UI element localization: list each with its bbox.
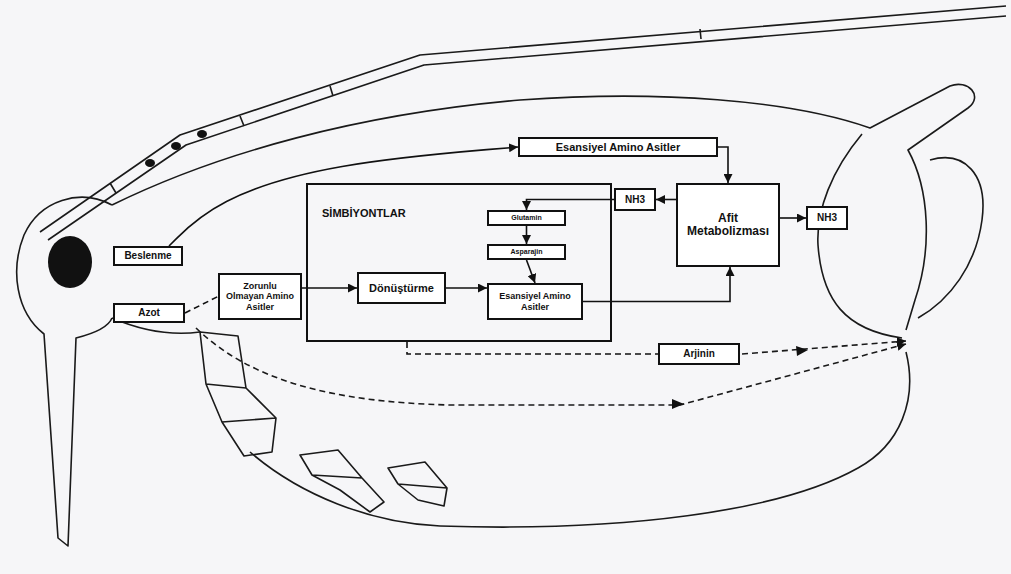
node-label: Glutamin bbox=[511, 214, 541, 222]
leg bbox=[388, 462, 447, 506]
flow-arrow bbox=[718, 147, 728, 183]
node-label: Afit Metabolizması bbox=[682, 212, 774, 239]
node-label: Azot bbox=[138, 307, 160, 318]
cauda bbox=[918, 158, 983, 318]
flow-arrow bbox=[446, 287, 487, 289]
node-label: Dönüştürme bbox=[369, 282, 434, 294]
compound-box: Glutamin bbox=[487, 210, 566, 226]
node-label: Esansiyel Amino Asitler bbox=[493, 291, 577, 311]
flow-arrowhead bbox=[796, 346, 808, 356]
process-box: Dönüştürme bbox=[357, 272, 446, 304]
compound-box: Asparajin bbox=[487, 244, 566, 260]
aphid-head bbox=[17, 197, 112, 546]
flow-arrow bbox=[583, 267, 730, 302]
flow-arrow bbox=[302, 287, 357, 289]
flow-arrow bbox=[169, 147, 518, 246]
leg bbox=[300, 450, 384, 512]
node-label: Zorunlu Olmayan Amino Asitler bbox=[224, 281, 296, 311]
process-box: Afit Metabolizması bbox=[676, 183, 780, 267]
hindgut bbox=[818, 134, 902, 338]
node-label: NH3 bbox=[625, 194, 645, 205]
flow-arrow bbox=[527, 200, 615, 211]
antenna-spot bbox=[145, 159, 155, 167]
antenna bbox=[40, 6, 1006, 232]
antenna-spot bbox=[197, 130, 207, 138]
nutrient-box: Esansiyel Amino Asitler bbox=[518, 137, 718, 157]
dashed-flow-connector bbox=[185, 297, 218, 314]
flow-arrow bbox=[526, 226, 528, 244]
flow-arrow bbox=[780, 217, 806, 219]
flow-arrow bbox=[527, 260, 536, 283]
nutrient-box: Zorunlu Olmayan Amino Asitler bbox=[218, 273, 302, 320]
flow-arrow bbox=[656, 199, 676, 201]
node-label: Esansiyel Amino Asitler bbox=[556, 141, 681, 153]
antenna-spot bbox=[171, 142, 181, 150]
aphid-body-outline bbox=[250, 352, 910, 527]
compound-box: NH3 bbox=[806, 206, 848, 230]
node-label: Beslenme bbox=[124, 250, 171, 261]
node-label: NH3 bbox=[817, 212, 837, 223]
symbiont-region: SİMBİYONTLAR GlutaminAsparajinDönüştürmeE… bbox=[306, 183, 612, 342]
input-box: Azot bbox=[113, 303, 185, 323]
nutrient-box: Esansiyel Amino Asitler bbox=[487, 283, 583, 320]
nitrogen-flow-line bbox=[196, 328, 906, 405]
antenna bbox=[48, 16, 1006, 240]
node-label: Arjinin bbox=[683, 348, 715, 359]
compound-box: Arjinin bbox=[658, 343, 740, 365]
compound-eye bbox=[48, 236, 92, 288]
leg bbox=[200, 332, 276, 456]
arginine-flow-line bbox=[742, 341, 906, 354]
flow-arrowhead bbox=[672, 399, 684, 409]
aphid-body-outline bbox=[112, 84, 975, 330]
group-heading: SİMBİYONTLAR bbox=[322, 207, 406, 219]
dashed-flow-connector bbox=[407, 342, 658, 354]
node-label: Asparajin bbox=[511, 248, 543, 256]
compound-box: NH3 bbox=[614, 188, 656, 211]
input-box: Beslenme bbox=[113, 246, 183, 266]
